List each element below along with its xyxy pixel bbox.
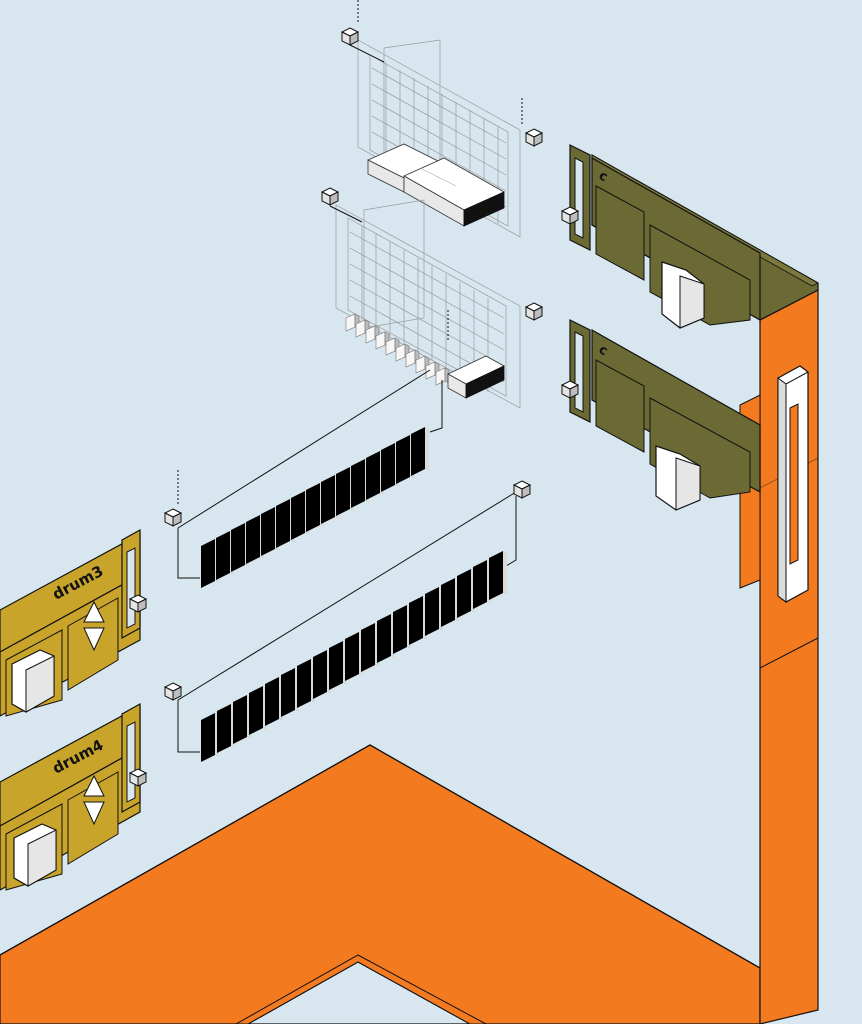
connector-cube[interactable] [321, 187, 339, 206]
channel-b-button[interactable] [655, 445, 701, 511]
channel-b-slider-knob[interactable] [561, 380, 579, 399]
grid-unit-2 [335, 199, 521, 409]
connector-cube[interactable] [525, 128, 543, 147]
connector-cube[interactable] [164, 508, 182, 527]
channel-panel-a: c [569, 144, 819, 326]
channel-a-button[interactable] [661, 261, 705, 329]
channel-panel-b: c [569, 319, 761, 499]
connector-cube[interactable] [341, 27, 359, 46]
channel-a-slider-knob[interactable] [561, 206, 579, 225]
slab-bank-1[interactable] [201, 427, 429, 588]
drum4-pad-button[interactable] [13, 823, 57, 887]
drum3-slider-knob[interactable] [129, 594, 147, 613]
connector-cube[interactable] [164, 682, 182, 701]
grid-unit-2-keys[interactable] [345, 313, 505, 399]
connector-cube[interactable] [513, 480, 531, 499]
drum4-tune-arrows[interactable] [83, 774, 105, 826]
drum3-pad-button[interactable] [11, 649, 55, 713]
wall-handle[interactable] [777, 365, 809, 603]
drum3-tune-arrows[interactable] [83, 600, 105, 652]
connector-wires [177, 0, 523, 753]
grid-unit-1-keys[interactable] [367, 143, 505, 227]
orange-floor [0, 744, 761, 1024]
connector-cube[interactable] [525, 302, 543, 321]
drum4-slider-knob[interactable] [129, 768, 147, 787]
slab-bank-2[interactable] [201, 551, 507, 762]
